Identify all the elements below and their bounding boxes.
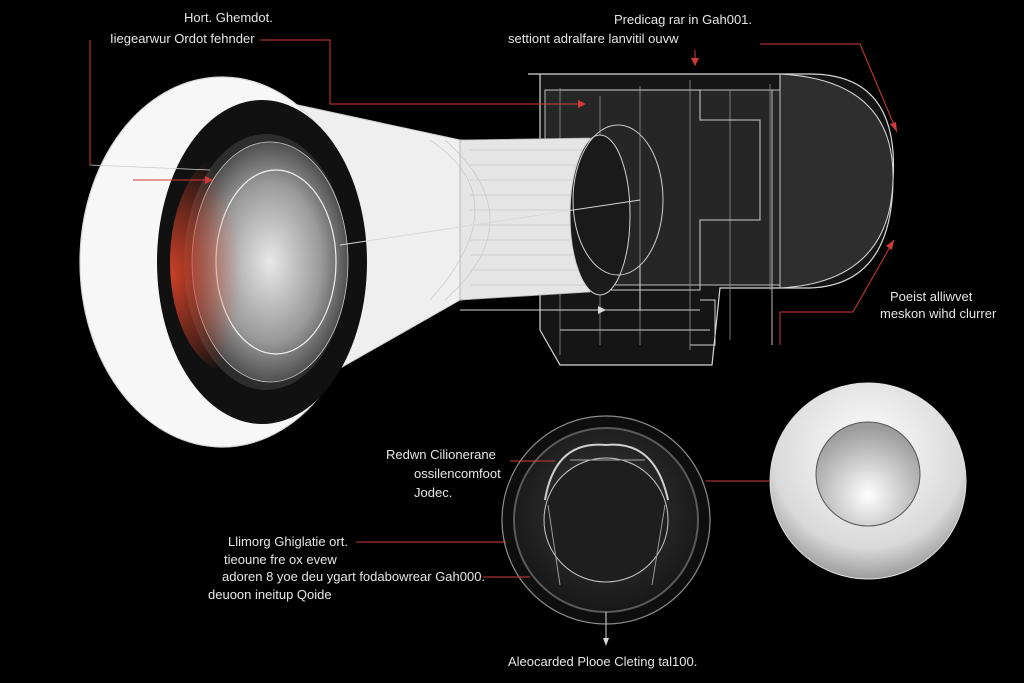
label-mid-2: ossilencomfoot (414, 466, 501, 481)
label-low-3: adoren 8 yoe deu ygart fodabowrear Gah00… (222, 569, 486, 584)
label-low-1: Llimorg Ghiglatie ort. (228, 534, 348, 549)
label-right-1: Poeist alliwvet (890, 289, 973, 304)
leader-lines (89, 39, 898, 578)
lens-glass-circle (769, 382, 967, 580)
label-top-center-2: settiont adralfare lanvitil ouvw (508, 31, 679, 46)
label-top-left-2: Iiegearwur Ordot fehnder (110, 31, 255, 46)
label-low-2: tieoune fre ox evew (224, 552, 337, 567)
camera-lens-barrel (79, 76, 664, 448)
label-bottom: Aleocarded Plooe Cleting tal100. (508, 654, 698, 669)
label-top-center-1: Predicag rar in Gah001. (614, 12, 753, 27)
lens-aperture-circle (501, 415, 711, 625)
label-low-4: deuoon ineitup Qoide (208, 587, 332, 602)
label-mid-1: Redwn Cilionerane (386, 447, 496, 462)
label-top-left-1: Hort. Ghemdot. (184, 10, 273, 25)
label-mid-3: Jodec. (414, 485, 453, 500)
label-right-2: meskon wihd clurrer (880, 306, 997, 321)
